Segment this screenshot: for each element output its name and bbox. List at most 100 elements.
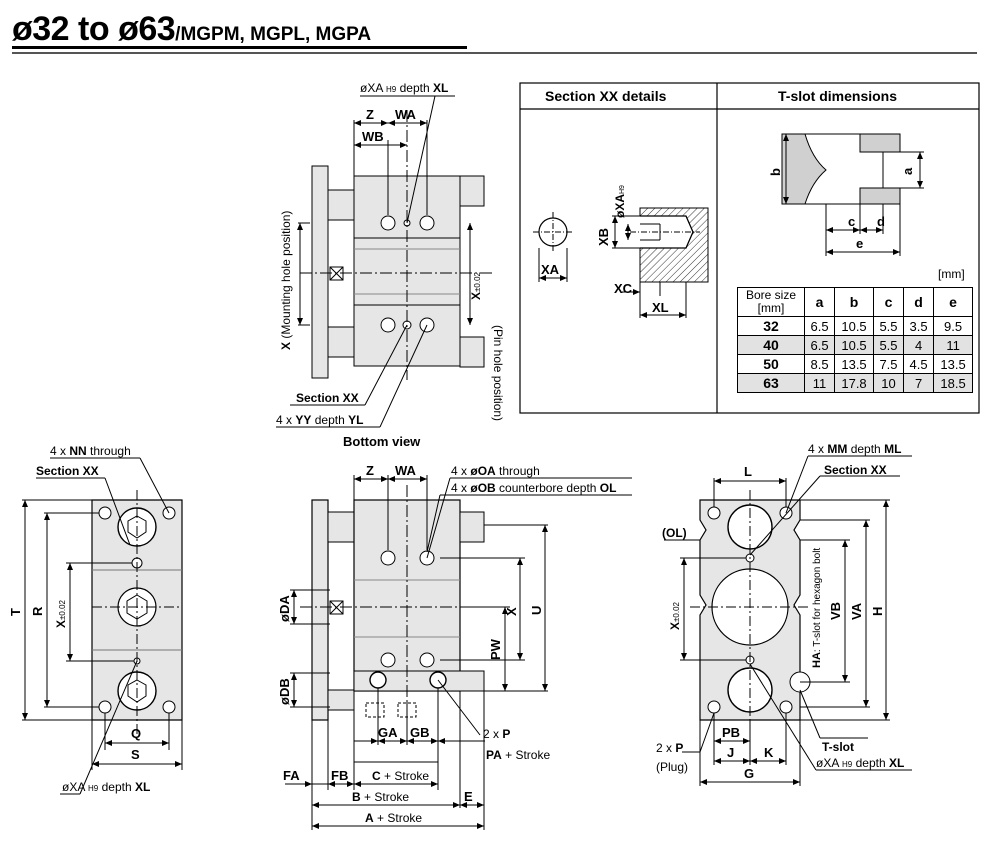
table-cell: 40 (737, 335, 805, 355)
center-view-hidden-slot (365, 702, 385, 718)
leader-line (426, 477, 451, 559)
right-view-mounting-hole (779, 700, 793, 714)
table-cell: 63 (737, 373, 805, 393)
right-view-mounting-hole (707, 506, 721, 520)
table-row: 40 6.5 10.5 5.5 4 11 (737, 335, 973, 355)
center-view-end-plate (311, 499, 329, 721)
ha-tslot-label: HA: T-slot for hexagon bolt (811, 548, 823, 668)
center-view-oa-hole (380, 652, 396, 668)
title-models: /MGPM, MGPL, MGPA (175, 24, 372, 45)
xl-dim-label: XL (652, 300, 669, 315)
leader-line (749, 475, 821, 556)
leader-line (379, 324, 428, 428)
table-header-cell: a (803, 287, 836, 317)
a-stroke-label: A + Stroke (365, 811, 422, 825)
bottom-view-xa-label: øXA H9 depth XL (360, 81, 448, 95)
table-header-cell: e (933, 287, 973, 317)
dim-t-label: T (8, 608, 23, 616)
dim-pw-label: PW (488, 638, 503, 660)
left-view-nn-label: 4 x NN through (50, 444, 131, 458)
leader-line (749, 663, 817, 771)
table-cell: 10.5 (834, 316, 874, 336)
table-header-cell: d (903, 287, 935, 317)
bottom-view-mounting-hole (419, 215, 435, 231)
leader-line (406, 95, 436, 224)
leader-line (79, 660, 138, 795)
table-row: 63 11 17.8 10 7 18.5 (737, 373, 973, 393)
table-cell: 11 (803, 373, 836, 393)
center-view-oa-hole (380, 550, 396, 566)
bottom-view-caption: Bottom view (343, 434, 421, 449)
plug-label: (Plug) (656, 760, 688, 774)
center-view-oa-hole (419, 652, 435, 668)
dim-wb-label: WB (362, 129, 384, 144)
dim-g-label: G (744, 766, 754, 781)
leader-line (104, 477, 131, 546)
bottom-view-yy-label: 4 x YY depth YL (276, 413, 363, 427)
xa-h9-label: øXAH9 (613, 185, 627, 218)
table-cell: 5.5 (872, 335, 905, 355)
left-view-through-hole (98, 506, 112, 520)
center-p-label: 2 x P (483, 727, 510, 741)
dim-h-label: H (870, 607, 885, 616)
left-view-xa-label: øXA H9 depth XL (62, 780, 150, 794)
right-view-xa-label: øXA H9 depth XL (816, 756, 904, 770)
mounting-hole-dim-label: X (Mounting hole position) (279, 211, 293, 350)
right-view-mounting-hole (707, 700, 721, 714)
left-view (22, 457, 183, 795)
center-view-rod-lower (327, 689, 355, 711)
dim-q-label: Q (131, 726, 141, 741)
dim-wa-label: WA (395, 107, 417, 122)
ol-label: (OL) (662, 526, 687, 540)
table-header-cell: Bore size [mm] (737, 287, 805, 317)
bottom-view-section-xx-label: Section XX (296, 391, 359, 405)
table-cell: 9.5 (933, 316, 973, 336)
dim-e-label: E (464, 789, 473, 804)
leader-line (699, 712, 715, 753)
tslot-b-label: b (768, 168, 783, 176)
dim-u-label: U (529, 606, 544, 615)
bottom-view-mounting-hole (380, 317, 396, 333)
leader-line (364, 324, 408, 406)
table-cell: 10.5 (834, 335, 874, 355)
bottom-view-mounting-hole (380, 215, 396, 231)
section-xx-detail (533, 207, 709, 318)
dim-fb-label: FB (331, 768, 348, 783)
dim-l-label: L (744, 464, 752, 479)
tslot-c-label: c (848, 214, 855, 229)
table-header-cell: b (834, 287, 874, 317)
dim-r-label: R (30, 606, 45, 616)
table-cell: 18.5 (933, 373, 973, 393)
tslot-d-label: d (877, 214, 885, 229)
table-cell: 4.5 (903, 354, 935, 374)
table-cell: 5.5 (872, 316, 905, 336)
table-cell: 10 (872, 373, 905, 393)
table-row: 50 8.5 13.5 7.5 4.5 13.5 (737, 354, 973, 374)
title-underline (12, 46, 467, 49)
table-cell: 13.5 (933, 354, 973, 374)
bottom-view-rod-upper (327, 189, 355, 221)
dim-da-label: øDA (277, 595, 292, 622)
dim-vb-label: VB (828, 602, 843, 620)
details-box (519, 82, 980, 414)
dim-pb-label: PB (722, 725, 740, 740)
t-slot-label: T-slot (822, 740, 854, 754)
bottom-view (276, 95, 495, 428)
leader-line (785, 455, 809, 514)
center-view-guide-upper (459, 511, 485, 543)
center-view-base (353, 670, 485, 692)
center-view-rod-upper (327, 511, 355, 543)
c-stroke-label: C + Stroke (372, 769, 429, 783)
left-view-section-xx-label: Section XX (36, 464, 99, 478)
section-xx-details-header: Section XX details (545, 88, 667, 104)
center-view-port (369, 671, 387, 689)
dim-s-label: S (131, 747, 140, 762)
right-view (664, 455, 912, 786)
table-header-cell: c (872, 287, 905, 317)
dim-va-label: VA (849, 602, 864, 620)
bottom-view-end-plate (311, 165, 329, 379)
tslot-table-wrap: Bore size [mm] a b c d e 32 6.5 10.5 5.5… (737, 287, 973, 393)
table-cell: 13.5 (834, 354, 874, 374)
leader-line (437, 679, 481, 736)
